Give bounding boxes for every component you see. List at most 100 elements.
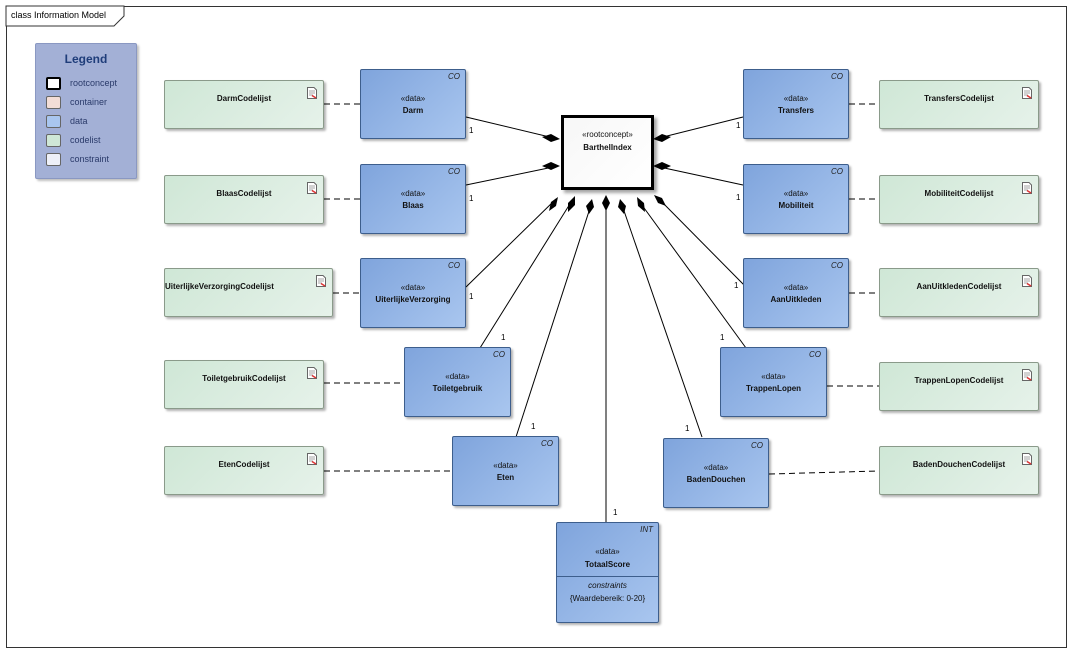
assoc-blaas (465, 165, 559, 186)
multiplicity-eten: 1 (531, 422, 536, 431)
legend-label: data (70, 116, 88, 126)
multiplicity-blaas: 1 (469, 194, 474, 203)
data-class-mobiliteit[interactable]: CO «data» Mobiliteit (743, 164, 849, 234)
assoc-mobiliteit (654, 165, 744, 186)
codelist-name: BadenDouchenCodelijst (912, 460, 1006, 469)
document-icon (1022, 87, 1032, 99)
class-tag: CO (751, 441, 763, 450)
codelist-name: ToiletgebruikCodelijst (202, 374, 286, 383)
codelist-badendouchencodelijst[interactable]: BadenDouchenCodelijst (879, 446, 1039, 495)
frame-title-tab (5, 5, 125, 27)
data-class-trappenlopen[interactable]: CO «data» TrappenLopen (720, 347, 827, 417)
class-tag: CO (448, 261, 460, 270)
codelist-aanuitkledencodelijst[interactable]: AanUitkledenCodelijst (879, 268, 1039, 317)
diamond-totaalscore (602, 195, 610, 211)
class-tag: CO (831, 167, 843, 176)
codelist-blaascodelijst[interactable]: BlaasCodelijst (164, 175, 324, 224)
data-class-darm[interactable]: CO «data» Darm (360, 69, 466, 139)
assoc-aanuitkleden (656, 196, 747, 288)
data-class-transfers[interactable]: CO «data» Transfers (743, 69, 849, 139)
document-icon (307, 87, 317, 99)
diamond-eten (586, 199, 594, 214)
codelist-toiletgebruikcodelijst[interactable]: ToiletgebruikCodelijst (164, 360, 324, 409)
class-stereotype: «data» (783, 283, 809, 292)
legend-label: codelist (70, 135, 101, 145)
class-name: Darm (402, 106, 424, 115)
data-class-totaalscore[interactable]: INT «data» TotaalScore constraints {Waar… (556, 522, 659, 623)
codelist-transferscodelijst[interactable]: TransfersCodelijst (879, 80, 1039, 129)
codelist-name: EtenCodelijst (218, 460, 270, 469)
class-name: Transfers (777, 106, 815, 115)
multiplicity-toiletgebruik: 1 (501, 333, 506, 342)
multiplicity-mobiliteit: 1 (736, 193, 741, 202)
assoc-badendouchen (621, 204, 703, 438)
legend-title: Legend (64, 52, 108, 66)
class-name: AanUitkleden (770, 295, 822, 304)
assoc-trappenlopen (638, 200, 747, 349)
data-class-aanuitkleden[interactable]: CO «data» AanUitkleden (743, 258, 849, 328)
codelist-darmcodelijst[interactable]: DarmCodelijst (164, 80, 324, 129)
legend-swatch (46, 134, 61, 147)
diagram-frame (6, 6, 1067, 648)
data-class-toiletgebruik[interactable]: CO «data» Toiletgebruik (404, 347, 511, 417)
class-stereotype: «data» (783, 94, 809, 103)
class-tag: INT (640, 525, 653, 534)
multiplicity-transfers: 1 (736, 121, 741, 130)
frame-title: class Information Model (11, 10, 107, 20)
class-name: TrappenLopen (745, 384, 802, 393)
diamond-uiterlijkeverzorging (549, 197, 558, 211)
data-class-uiterlijkeverzorging[interactable]: CO «data» UiterlijkeVerzorging (360, 258, 466, 328)
compartment-divider (557, 576, 658, 577)
class-stereotype: «data» (783, 189, 809, 198)
class-stereotype: «data» (761, 372, 786, 381)
class-stereotype: «data» (400, 94, 426, 103)
codelist-uiterlijkeverzorgingcodelijst[interactable]: UiterlijkeVerzorgingCodelijst (164, 268, 333, 317)
multiplicity-darm: 1 (469, 126, 474, 135)
assoc-uiterlijkeverzorging (465, 198, 557, 288)
document-icon (1022, 182, 1032, 194)
data-class-blaas[interactable]: CO «data» Blaas (360, 164, 466, 234)
diamond-blaas (542, 162, 560, 170)
codelist-etencodelijst[interactable]: EtenCodelijst (164, 446, 324, 495)
diamond-darm (542, 134, 560, 142)
document-icon (307, 367, 317, 379)
class-name: UiterlijkeVerzorging (375, 295, 451, 304)
document-icon (316, 275, 326, 287)
class-stereotype: «data» (400, 283, 426, 292)
legend-swatch (46, 77, 61, 90)
codelist-trappenlopencodelijst[interactable]: TrappenLopenCodelijst (879, 362, 1039, 411)
diamond-toiletgebruik (568, 196, 575, 212)
codelist-name: AanUitkledenCodelijst (916, 282, 1002, 291)
link-badendouchen-codelijst (768, 470, 880, 475)
codelist-name: TrappenLopenCodelijst (914, 376, 1004, 385)
data-class-eten[interactable]: CO «data» Eten (452, 436, 559, 506)
data-class-badendouchen[interactable]: CO «data» BadenDouchen (663, 438, 769, 508)
root-name: BarthelIndex (583, 143, 632, 152)
class-name: Toiletgebruik (432, 384, 483, 393)
assoc-eten (515, 204, 592, 438)
document-icon (307, 182, 317, 194)
diamond-badendouchen (618, 199, 626, 214)
diamond-aanuitkleden (654, 195, 666, 206)
multiplicity-badendouchen: 1 (685, 424, 690, 433)
root-stereotype: «rootconcept» (582, 130, 633, 139)
document-icon (1022, 453, 1032, 465)
document-icon (307, 453, 317, 465)
codelist-name: UiterlijkeVerzorgingCodelijst (165, 282, 274, 291)
legend-swatch (46, 96, 61, 109)
multiplicity-aanuitkleden: 1 (734, 281, 739, 290)
constraints-label: constraints (588, 581, 627, 590)
class-name: TotaalScore (584, 560, 631, 569)
legend-swatch (46, 115, 61, 128)
class-stereotype: «data» (400, 189, 426, 198)
codelist-name: BlaasCodelijst (216, 189, 272, 198)
class-stereotype: «data» (703, 463, 729, 472)
class-tag: CO (809, 350, 821, 359)
rootconcept-barthelindex[interactable]: «rootconcept» BarthelIndex (561, 115, 654, 190)
diamond-transfers (653, 134, 671, 142)
codelist-mobiliteitcodelijst[interactable]: MobiliteitCodelijst (879, 175, 1039, 224)
assoc-toiletgebruik (479, 198, 574, 349)
class-stereotype: «data» (595, 547, 620, 556)
multiplicity-trappenlopen: 1 (720, 333, 725, 342)
